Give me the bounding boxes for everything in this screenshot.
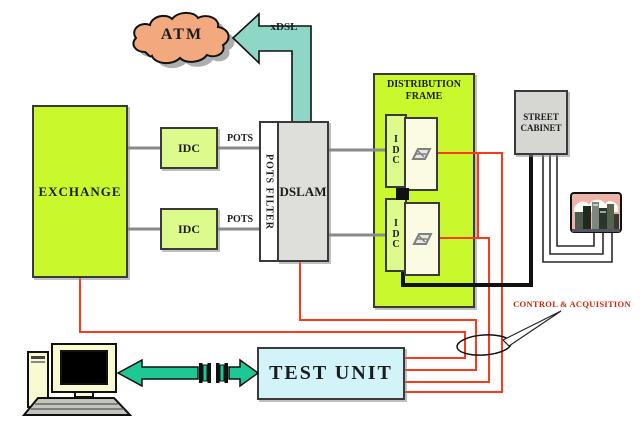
atm-cloud-icon	[132, 11, 235, 69]
drop-wire-3	[556, 154, 595, 247]
dslam-label: DSLAM	[279, 183, 327, 199]
pots-pair-wires	[128, 146, 387, 237]
distribution-frame-title: DISTRIBUTION FRAME	[387, 79, 461, 102]
wire-dslam-testunit	[299, 258, 477, 371]
pots-lower-label: POTS	[226, 214, 254, 225]
cabinet-premises-drops	[542, 154, 613, 263]
wire-module-upper-testunit	[405, 152, 503, 393]
idc-upper-box: IDC	[160, 127, 218, 169]
idc-lower-box: IDC	[160, 208, 218, 250]
pots-upper-label: POTS	[226, 133, 254, 144]
exchange-label: EXCHANGE	[38, 183, 122, 199]
pc-stand	[74, 391, 94, 398]
control-acquisition-label: CONTROL & ACQUISITION	[513, 299, 631, 309]
cloud-shape	[132, 11, 230, 64]
test-unit-box: TEST UNIT	[257, 347, 405, 400]
atm-label: ATM	[160, 26, 204, 43]
frame-idc-upper-label: I D C	[392, 134, 400, 167]
pots-filter-box: POTS FILTER	[259, 121, 279, 262]
drop-wire-2	[549, 154, 604, 255]
arrow-left-shape	[116, 358, 199, 388]
frame-idc-lower-label: I D C	[392, 218, 400, 251]
idc-upper-label: IDC	[177, 140, 200, 155]
test-unit-label: TEST UNIT	[269, 362, 393, 384]
test-access-module-upper	[404, 117, 438, 191]
arrow-right-shape	[228, 358, 260, 388]
module-relay-icon	[411, 148, 432, 160]
pc-workstation-icon	[21, 343, 133, 416]
module-relay-icon	[412, 233, 433, 245]
pc-screen	[60, 350, 108, 385]
idc-lower-label: IDC	[177, 221, 200, 236]
wire-exchange-testunit	[79, 276, 466, 359]
pots-filter-label: POTS FILTER	[263, 153, 275, 230]
wire-module-lower-testunit	[405, 237, 490, 383]
callout-leader-line	[501, 310, 562, 347]
test-access-module-lower	[404, 202, 440, 276]
dslam-box: DSLAM	[277, 121, 329, 262]
link-break-bars	[199, 363, 228, 383]
pc-keyboard	[21, 397, 133, 416]
serial-link-arrow-icon	[116, 358, 260, 388]
customer-premises-image	[570, 192, 622, 233]
wire-cabinet-frame-feeder	[401, 154, 533, 287]
drop-wire-1	[542, 154, 613, 263]
control-acquisition-wires	[79, 152, 503, 393]
exchange-box: EXCHANGE	[32, 105, 128, 278]
street-cabinet-box: STREET CABINET	[514, 90, 568, 155]
street-cabinet-label: STREET CABINET	[520, 112, 562, 133]
xdsl-label: xDSL	[270, 21, 298, 33]
module-junction-block	[396, 188, 409, 200]
